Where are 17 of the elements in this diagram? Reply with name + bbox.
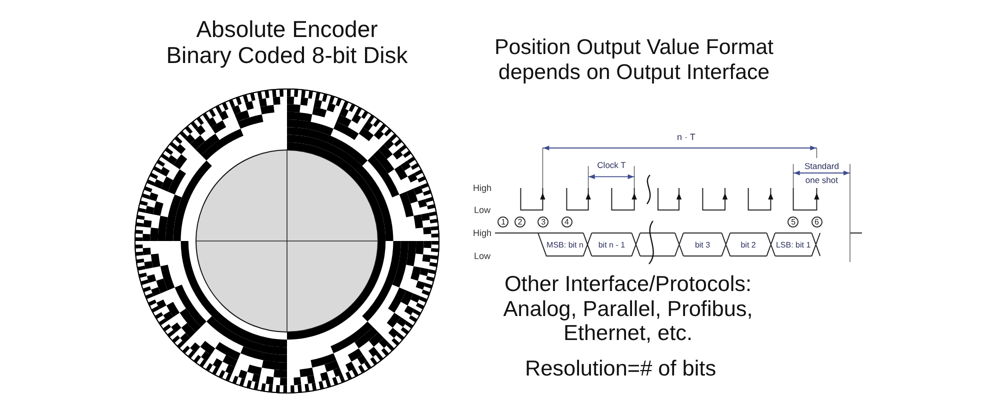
callout-number: 6 — [811, 216, 822, 228]
callout-number: 5 — [788, 216, 799, 228]
signal-level-label: High — [473, 228, 492, 238]
callout-number: 2 — [514, 216, 526, 228]
signal-level-label: Low — [474, 204, 491, 216]
resolution-note: Resolution=# of bits — [524, 356, 716, 382]
callout-number: 4 — [561, 216, 572, 228]
format-heading: Position Output Value Format depends on Output Interface — [493, 35, 774, 85]
disk-heading: Absolute Encoder Binary Coded 8-bit Disk — [165, 16, 409, 68]
signal-level-label: High — [473, 182, 492, 194]
signal-level-label: Low — [474, 250, 491, 262]
dimension-label: n · T — [677, 132, 696, 142]
callout-number: 3 — [538, 216, 549, 228]
callout-number: 1 — [498, 216, 509, 228]
dimension-label: Standard one shot — [803, 160, 840, 187]
protocols-text: Other Interface/Protocols: Analog, Parallel, Profibus, Ethernet, etc. — [502, 272, 754, 346]
dimension-label: Clock T — [597, 161, 626, 171]
